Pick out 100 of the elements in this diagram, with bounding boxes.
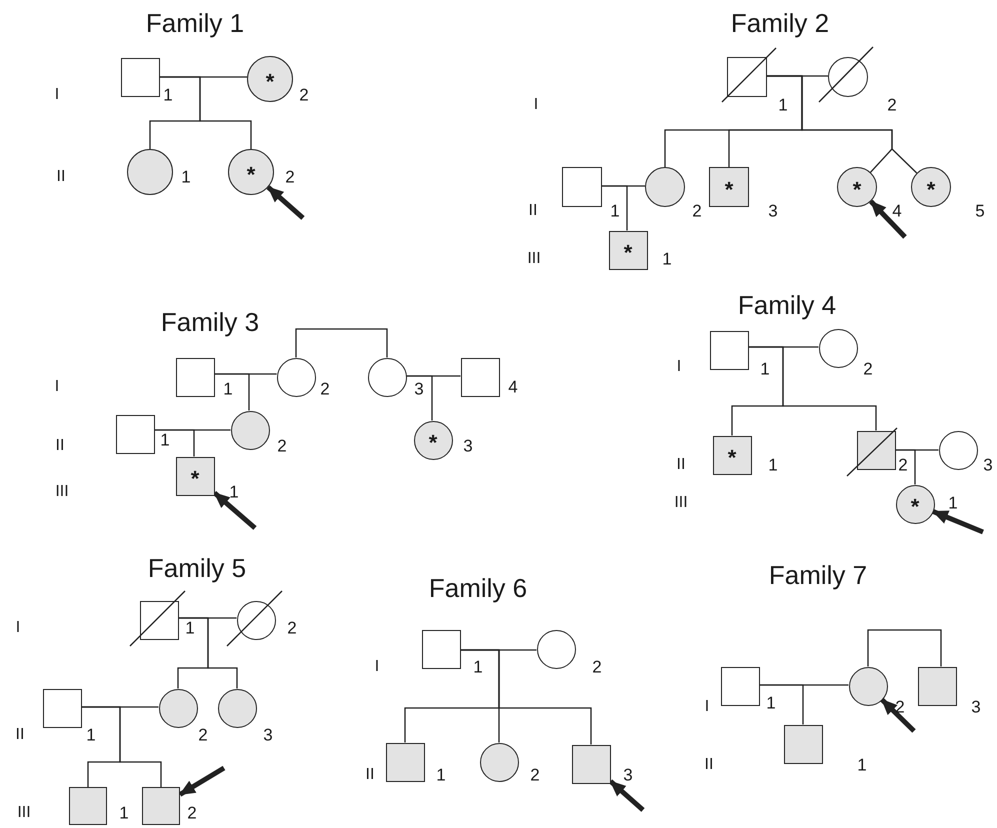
individual-number: 2 [898, 456, 908, 474]
individual-number: 3 [768, 202, 778, 220]
individual-number: 2 [299, 86, 309, 104]
affected-female-symbol [896, 484, 934, 524]
individual-number: 1 [185, 620, 195, 636]
pedigree-line [82, 706, 162, 787]
affected-male-symbol [709, 167, 749, 207]
family-title: Family 5 [148, 555, 246, 581]
individual-number: 3 [623, 766, 633, 784]
proband-arrow [880, 698, 916, 733]
affected-female-symbol [414, 420, 452, 460]
generation-label: I [676, 359, 682, 375]
individual-number: 1 [473, 658, 483, 676]
affected-female-symbol [837, 167, 877, 207]
individual-number: 5 [975, 202, 985, 220]
affected-male-symbol [572, 744, 610, 784]
asterisk-mark: * [724, 179, 734, 201]
pedigree-line [767, 75, 918, 174]
individual-number: 2 [863, 360, 873, 378]
pedigree-line [602, 185, 628, 230]
male-symbol [116, 414, 154, 454]
asterisk-mark: * [852, 179, 862, 201]
pedigree-line [406, 375, 433, 420]
generation-label: II [56, 169, 66, 185]
asterisk-mark: * [428, 432, 438, 454]
female-symbol [276, 358, 316, 396]
individual-number: 1 [768, 456, 778, 474]
individual-number: 1 [86, 726, 96, 744]
affected-female-symbol [218, 688, 256, 728]
male-symbol [460, 358, 500, 396]
male-symbol [42, 688, 82, 728]
male-symbol [422, 630, 460, 668]
individual-number: 1 [760, 360, 770, 378]
generation-label: II [16, 727, 24, 743]
individual-number: 1 [223, 380, 233, 398]
generation-label: III [527, 251, 541, 267]
generation-label: I [704, 699, 710, 715]
pedigree-line [214, 373, 250, 410]
affected-male-symbol [69, 787, 107, 825]
individual-number: 1 [857, 756, 867, 774]
affected-female-symbol [228, 149, 274, 195]
affected-female-symbol [480, 742, 518, 782]
affected-female-symbol [127, 149, 173, 195]
affected-female-symbol [158, 688, 198, 728]
individual-number: 2 [287, 620, 297, 636]
affected-male-symbol [608, 230, 648, 270]
female-symbol [818, 328, 858, 368]
generation-label: I [16, 620, 20, 636]
individual-number: 1 [766, 694, 776, 712]
generation-label: II [528, 203, 538, 219]
female-symbol [938, 430, 978, 470]
individual-number: 2 [887, 96, 897, 114]
proband-arrow [178, 766, 226, 797]
family-title: Family 4 [738, 292, 836, 318]
family-title: Family 7 [768, 562, 868, 588]
female-symbol [536, 630, 576, 668]
affected-female-symbol [848, 666, 888, 706]
generation-label: II [366, 767, 374, 783]
affected-female-symbol [911, 167, 951, 207]
family-title: Family 1 [146, 10, 244, 36]
proband-arrow [869, 200, 907, 239]
individual-number: 1 [778, 96, 788, 114]
individual-number: 3 [463, 438, 473, 454]
family-title: Family 6 [428, 575, 528, 601]
pedigree-line [748, 346, 877, 430]
pedigree-line [154, 429, 195, 456]
asterisk-mark: * [190, 468, 200, 490]
generation-label: II [56, 438, 64, 454]
affected-male-symbol [176, 456, 214, 496]
affected-female-symbol [247, 56, 293, 102]
individual-number: 3 [263, 726, 273, 744]
female-symbol [236, 600, 276, 640]
individual-number: 4 [508, 378, 518, 396]
male-symbol [710, 330, 748, 370]
affected-male-symbol [784, 724, 822, 764]
proband-arrow [266, 185, 305, 220]
pedigree-line [178, 617, 238, 688]
pedigree-line [160, 76, 252, 149]
female-symbol [368, 358, 406, 396]
male-symbol [727, 57, 767, 97]
individual-number: 3 [414, 380, 424, 398]
affected-male-symbol [918, 666, 956, 706]
individual-number: 2 [320, 380, 330, 398]
affected-male-symbol [856, 430, 896, 470]
affected-male-symbol [142, 787, 180, 825]
asterisk-mark: * [624, 242, 632, 264]
individual-number: 2 [285, 168, 295, 186]
generation-label: II [676, 457, 686, 473]
affected-male-symbol [386, 742, 424, 782]
generation-label: I [54, 87, 60, 103]
family-title: Family 2 [730, 10, 830, 36]
male-symbol [176, 358, 214, 396]
individual-number: 3 [971, 698, 981, 716]
asterisk-mark: * [246, 164, 256, 186]
individual-number: 1 [662, 250, 672, 268]
individual-number: 1 [948, 494, 958, 512]
affected-female-symbol [645, 167, 685, 207]
asterisk-mark: * [910, 496, 920, 518]
family-title: Family 3 [160, 309, 260, 335]
individual-number: 2 [895, 698, 905, 716]
